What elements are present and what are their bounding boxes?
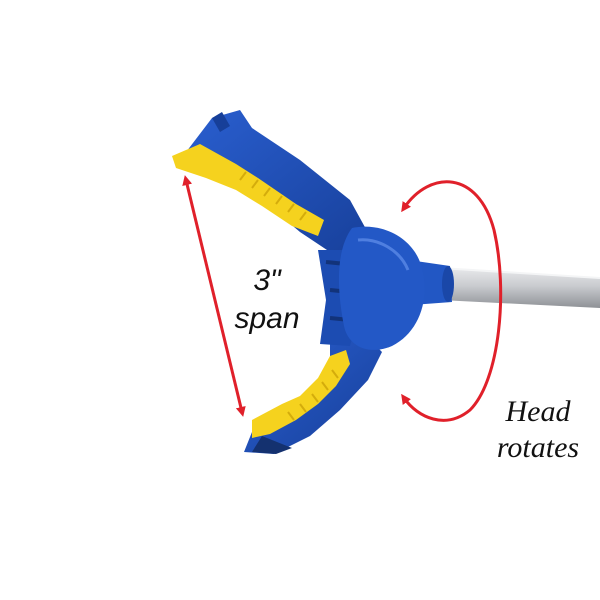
upper-jaw-pad — [172, 144, 324, 236]
lower-jaw — [244, 334, 382, 454]
upper-jaw — [172, 110, 372, 262]
rotation-annotation: Head rotates — [482, 394, 594, 466]
span-measure-text: 3" — [253, 264, 281, 297]
lower-jaw-pad — [252, 350, 350, 438]
rotating-head — [338, 226, 425, 350]
shaft — [439, 267, 600, 308]
span-arrow-icon — [182, 175, 246, 417]
rotation-line1-text: Head — [505, 395, 571, 428]
rotation-arrow-icon — [401, 180, 503, 422]
rotation-line2-text: rotates — [496, 431, 580, 464]
span-annotation: 3" span — [222, 262, 312, 338]
span-word-text: span — [234, 302, 300, 335]
